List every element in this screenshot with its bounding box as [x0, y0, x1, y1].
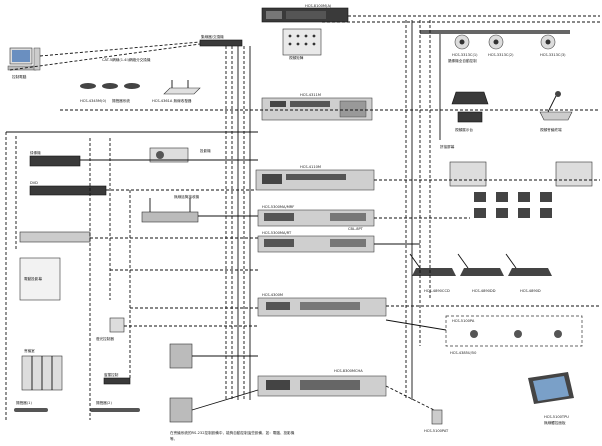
rack-unit-1: HCS-5300MA/MRF — [257, 205, 375, 227]
touch-label: HCS-5100TPU — [544, 415, 569, 419]
speakers-sys-label: 揚聲器系統 — [112, 98, 130, 103]
control-pc: 控制電腦 — [7, 47, 41, 79]
document-camera: 視頻會議終端 — [539, 91, 573, 132]
pa-label: 投影機 — [200, 148, 211, 153]
curtain-control: 會議室 — [21, 348, 63, 391]
rack1-label: HCS-5300MA/MRF — [262, 205, 294, 209]
rack-unit-2: HCS-5300MA/RT — [257, 231, 375, 253]
touch-panel: HCS-5100TPU 無線觸控面板 — [528, 372, 574, 425]
monitor-cam: 視頻展示台 — [451, 91, 489, 132]
cameras: HCS-3313C(1) HCS-3313C(2) HCS-3313C(3) 攝… — [420, 30, 570, 63]
speaker-group2-label: 揚聲器(2) — [96, 400, 112, 405]
ir-emitter-label: HCS-5100PA — [452, 319, 475, 323]
screen-label: 電動投影幕 — [24, 276, 42, 281]
relay-box — [169, 343, 193, 423]
hall-label: 會議室 — [24, 348, 35, 353]
interpreter-label: HCS-4110M — [300, 165, 321, 169]
projector: 投影機 — [149, 147, 211, 163]
amplifier — [19, 231, 91, 243]
ap-label: HCS-4361A 無線收發器 — [152, 98, 192, 103]
video-switcher: HCS-4311M — [261, 93, 373, 121]
video-switch-label: HCS-4311M — [300, 93, 321, 97]
rack-bottom-label: HCS-8300MCHA — [334, 369, 363, 373]
rack-unit-3: HCS-4300M — [257, 293, 387, 317]
lighting-label: 燈光控制器 — [96, 336, 114, 341]
delegate-units: HCS-4890CCD HCS-4890DD HCS-4890D — [409, 253, 552, 293]
video-rec-label: 錄像機 — [30, 150, 41, 155]
cb-label: CBL-8PT — [348, 227, 364, 231]
monitors-row — [474, 192, 552, 218]
network-hub: 集線器/交換機 — [199, 34, 243, 47]
rf-label: HCS-5100PAT — [424, 429, 449, 433]
rack2-label: HCS-5300MA/RT — [262, 231, 292, 235]
main-unit-label: HCS-8100M(A) — [305, 4, 332, 8]
hcs-4300-label: HCS-4300M — [262, 293, 283, 297]
bottom-note: 在會議系統的RS-232控制設備中，能夠自動控制這些設備，如：電腦、投影機 — [170, 430, 295, 435]
cam-ctrl-label: 攝像機全自動控制 — [448, 58, 477, 63]
lcd-screens: 拼接屏幕 — [440, 144, 593, 187]
interpreter-booth: HCS-5100PA HCS-4385U/50 — [445, 315, 583, 355]
dvd-rec: 錄像機 — [29, 150, 81, 167]
projection-screen: 電動投影幕 — [19, 257, 61, 301]
speakers-label: HCS-4345M(0) — [80, 99, 107, 103]
light-switch: 窗簾控制 — [103, 372, 131, 385]
video-matrix-label: 視頻矩陣 — [289, 55, 304, 60]
video-matrix: 視頻矩陣 — [282, 28, 322, 60]
main-controller: HCS-8100M(A) — [261, 4, 349, 23]
speaker-bars: 揚聲器(1) 揚聲器(2) — [14, 400, 140, 412]
pc-label: 控制電腦 — [12, 74, 27, 79]
cat5-label: CAT-5網線(1.4I)網絡分交換機 — [102, 57, 151, 62]
delegate-label-3: HCS-4890D — [520, 289, 541, 293]
speaker-group1-label: 揚聲器(1) — [16, 400, 32, 405]
lcd-label: 拼接屏幕 — [440, 144, 455, 149]
lighting-panel: 燈光控制器 — [96, 317, 125, 341]
rack-unit-bottom: HCS-8300MCHA — [257, 369, 387, 397]
speaker-pads — [80, 83, 140, 89]
wireless-mic-label: 無線話筒接收機 — [174, 194, 200, 199]
cam2-label: HCS-3313C(2) — [488, 53, 514, 57]
curtain-label: 窗簾控制 — [104, 372, 119, 377]
wireless-mic-rx: 無線話筒接收機 — [141, 194, 200, 223]
delegate-label-2: HCS-4890DD — [472, 289, 496, 293]
hub-label: 集線器/交換機 — [201, 34, 224, 39]
camera-rec-label: 視頻展示台 — [455, 127, 473, 132]
translator-label: HCS-4385U/50 — [450, 351, 477, 355]
delegate-label: HCS-4890CCD — [424, 289, 450, 293]
cam1-label: HCS-3313C(1) — [452, 53, 478, 57]
wiring — [5, 15, 600, 420]
dvd-label: DVD — [30, 181, 38, 185]
dvd-player: DVD — [29, 181, 107, 196]
bottom-note-2: 等。 — [170, 436, 177, 441]
doc-cam-label: 視頻會議終端 — [540, 127, 562, 132]
conference-processor: HCS-4110M — [255, 165, 375, 191]
rf-receiver: HCS-5100PAT — [424, 409, 449, 433]
cam3-label: HCS-3313C(3) — [540, 53, 566, 57]
wireless-ap: HCS-4361A 無線收發器 — [152, 80, 201, 103]
touch-label-2: 無線觸控面板 — [544, 420, 566, 425]
